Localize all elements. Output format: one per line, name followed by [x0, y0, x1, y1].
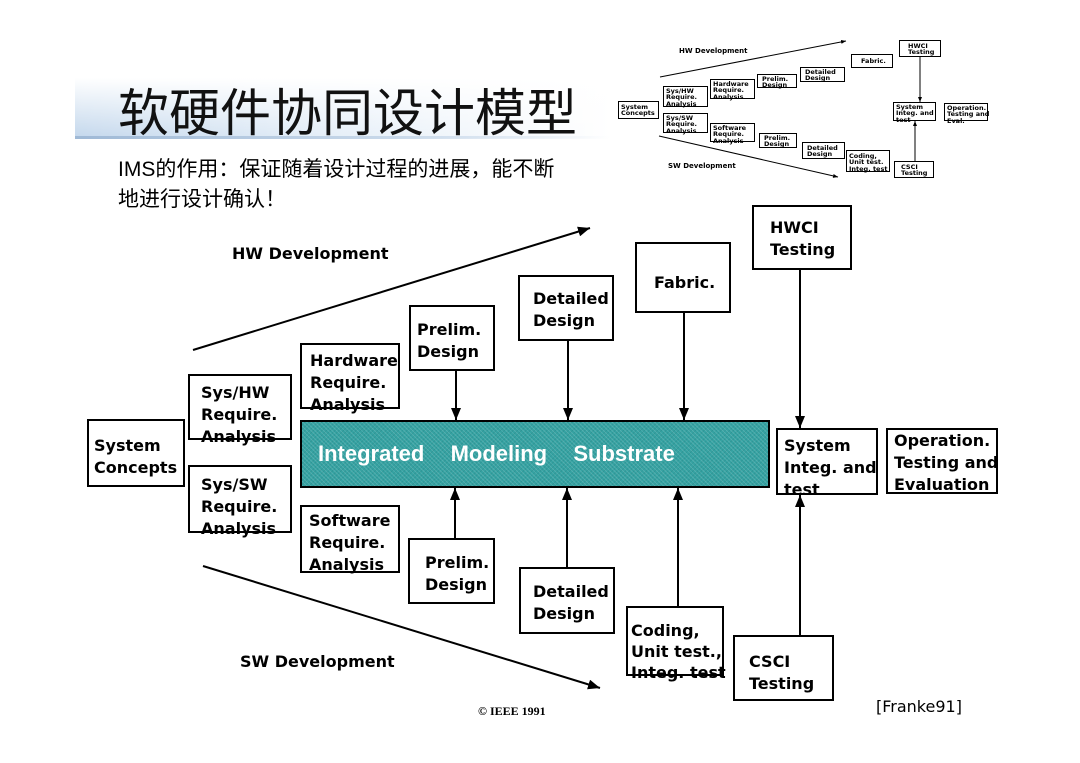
thumb-hw-development-arrow — [659, 39, 847, 78]
sw-development-arrow — [202, 565, 601, 690]
thumb-box-hw-detailed-design: Detailed Design — [800, 67, 845, 82]
box-operational-testing: Operation. Testing and Evaluation — [886, 428, 998, 494]
thumb-box-hw-prelim-design: Prelim. Design — [757, 74, 797, 89]
thumb-sw-development-arrow — [658, 135, 839, 178]
thumb-box-hwci-testing: HWCI Testing — [899, 40, 941, 57]
box-coding-unit-test: Coding, Unit test., Integ. test — [626, 606, 726, 682]
hw-development-label: HW Development — [232, 244, 389, 263]
copyright-notice: © IEEE 1991 — [478, 704, 546, 718]
citation-reference: [Franke91] — [876, 697, 962, 716]
box-system-concepts: System Concepts — [87, 419, 185, 487]
box-hw-prelim-design: Prelim. Design — [409, 305, 495, 371]
thumb-box-sw-prelim-design: Prelim. Design — [759, 133, 797, 148]
box-hwci-testing: HWCI Testing — [752, 205, 852, 270]
box-csci-testing: CSCI Testing — [733, 635, 834, 701]
title-underline — [75, 136, 610, 139]
thumb-sw-development-label: SW Development — [668, 162, 736, 170]
title-background-band — [75, 78, 610, 138]
integrated-modeling-substrate-bar: Integrated Modeling Substrate — [300, 420, 770, 488]
sw-development-label: SW Development — [240, 652, 395, 671]
thumb-box-sys-sw-requirements: Sys/SW Require. Analysis — [663, 113, 708, 134]
thumb-box-csci-testing: CSCI Testing — [894, 161, 934, 178]
box-system-integration: System Integ. and test — [776, 428, 878, 499]
thumb-box-sw-detailed-design: Detailed Design — [802, 142, 845, 159]
thumb-box-operational-testing: Operation. Testing and Eval. — [944, 103, 989, 124]
thumb-box-hardware-requirements: Hardware Require. Analysis — [710, 79, 755, 100]
hw-development-arrow — [192, 226, 591, 351]
slide-subtitle: IMS的作用：保证随着设计过程的进展，能不断 地进行设计确认！ — [118, 158, 555, 211]
box-sys-hw-requirements: Sys/HW Require. Analysis — [188, 374, 292, 446]
thumb-box-software-requirements: Software Require. Analysis — [710, 123, 755, 144]
thumb-box-fabrication: Fabric. — [851, 54, 893, 68]
box-sw-prelim-design: Prelim. Design — [408, 538, 495, 604]
substrate-label: Integrated Modeling Substrate — [318, 441, 675, 466]
box-hw-detailed-design: Detailed Design — [518, 275, 614, 341]
box-sw-detailed-design: Detailed Design — [519, 567, 615, 634]
box-software-requirements: Software Require. Analysis — [300, 505, 400, 574]
thumb-box-system-concepts: System Concepts — [618, 101, 659, 119]
box-sys-sw-requirements: Sys/SW Require. Analysis — [188, 465, 292, 538]
box-fabrication: Fabric. — [635, 242, 731, 313]
thumb-hw-development-label: HW Development — [679, 47, 748, 55]
box-hardware-requirements: Hardware Require. Analysis — [300, 343, 400, 414]
slide-title: 软硬件协同设计模型 — [118, 85, 578, 144]
thumb-box-coding-unit-test: Coding, Unit test. Integ. test — [846, 150, 890, 172]
thumb-box-system-integration: System Integ. and test — [893, 102, 936, 123]
thumb-box-sys-hw-requirements: Sys/HW Require. Analysis — [663, 86, 708, 107]
